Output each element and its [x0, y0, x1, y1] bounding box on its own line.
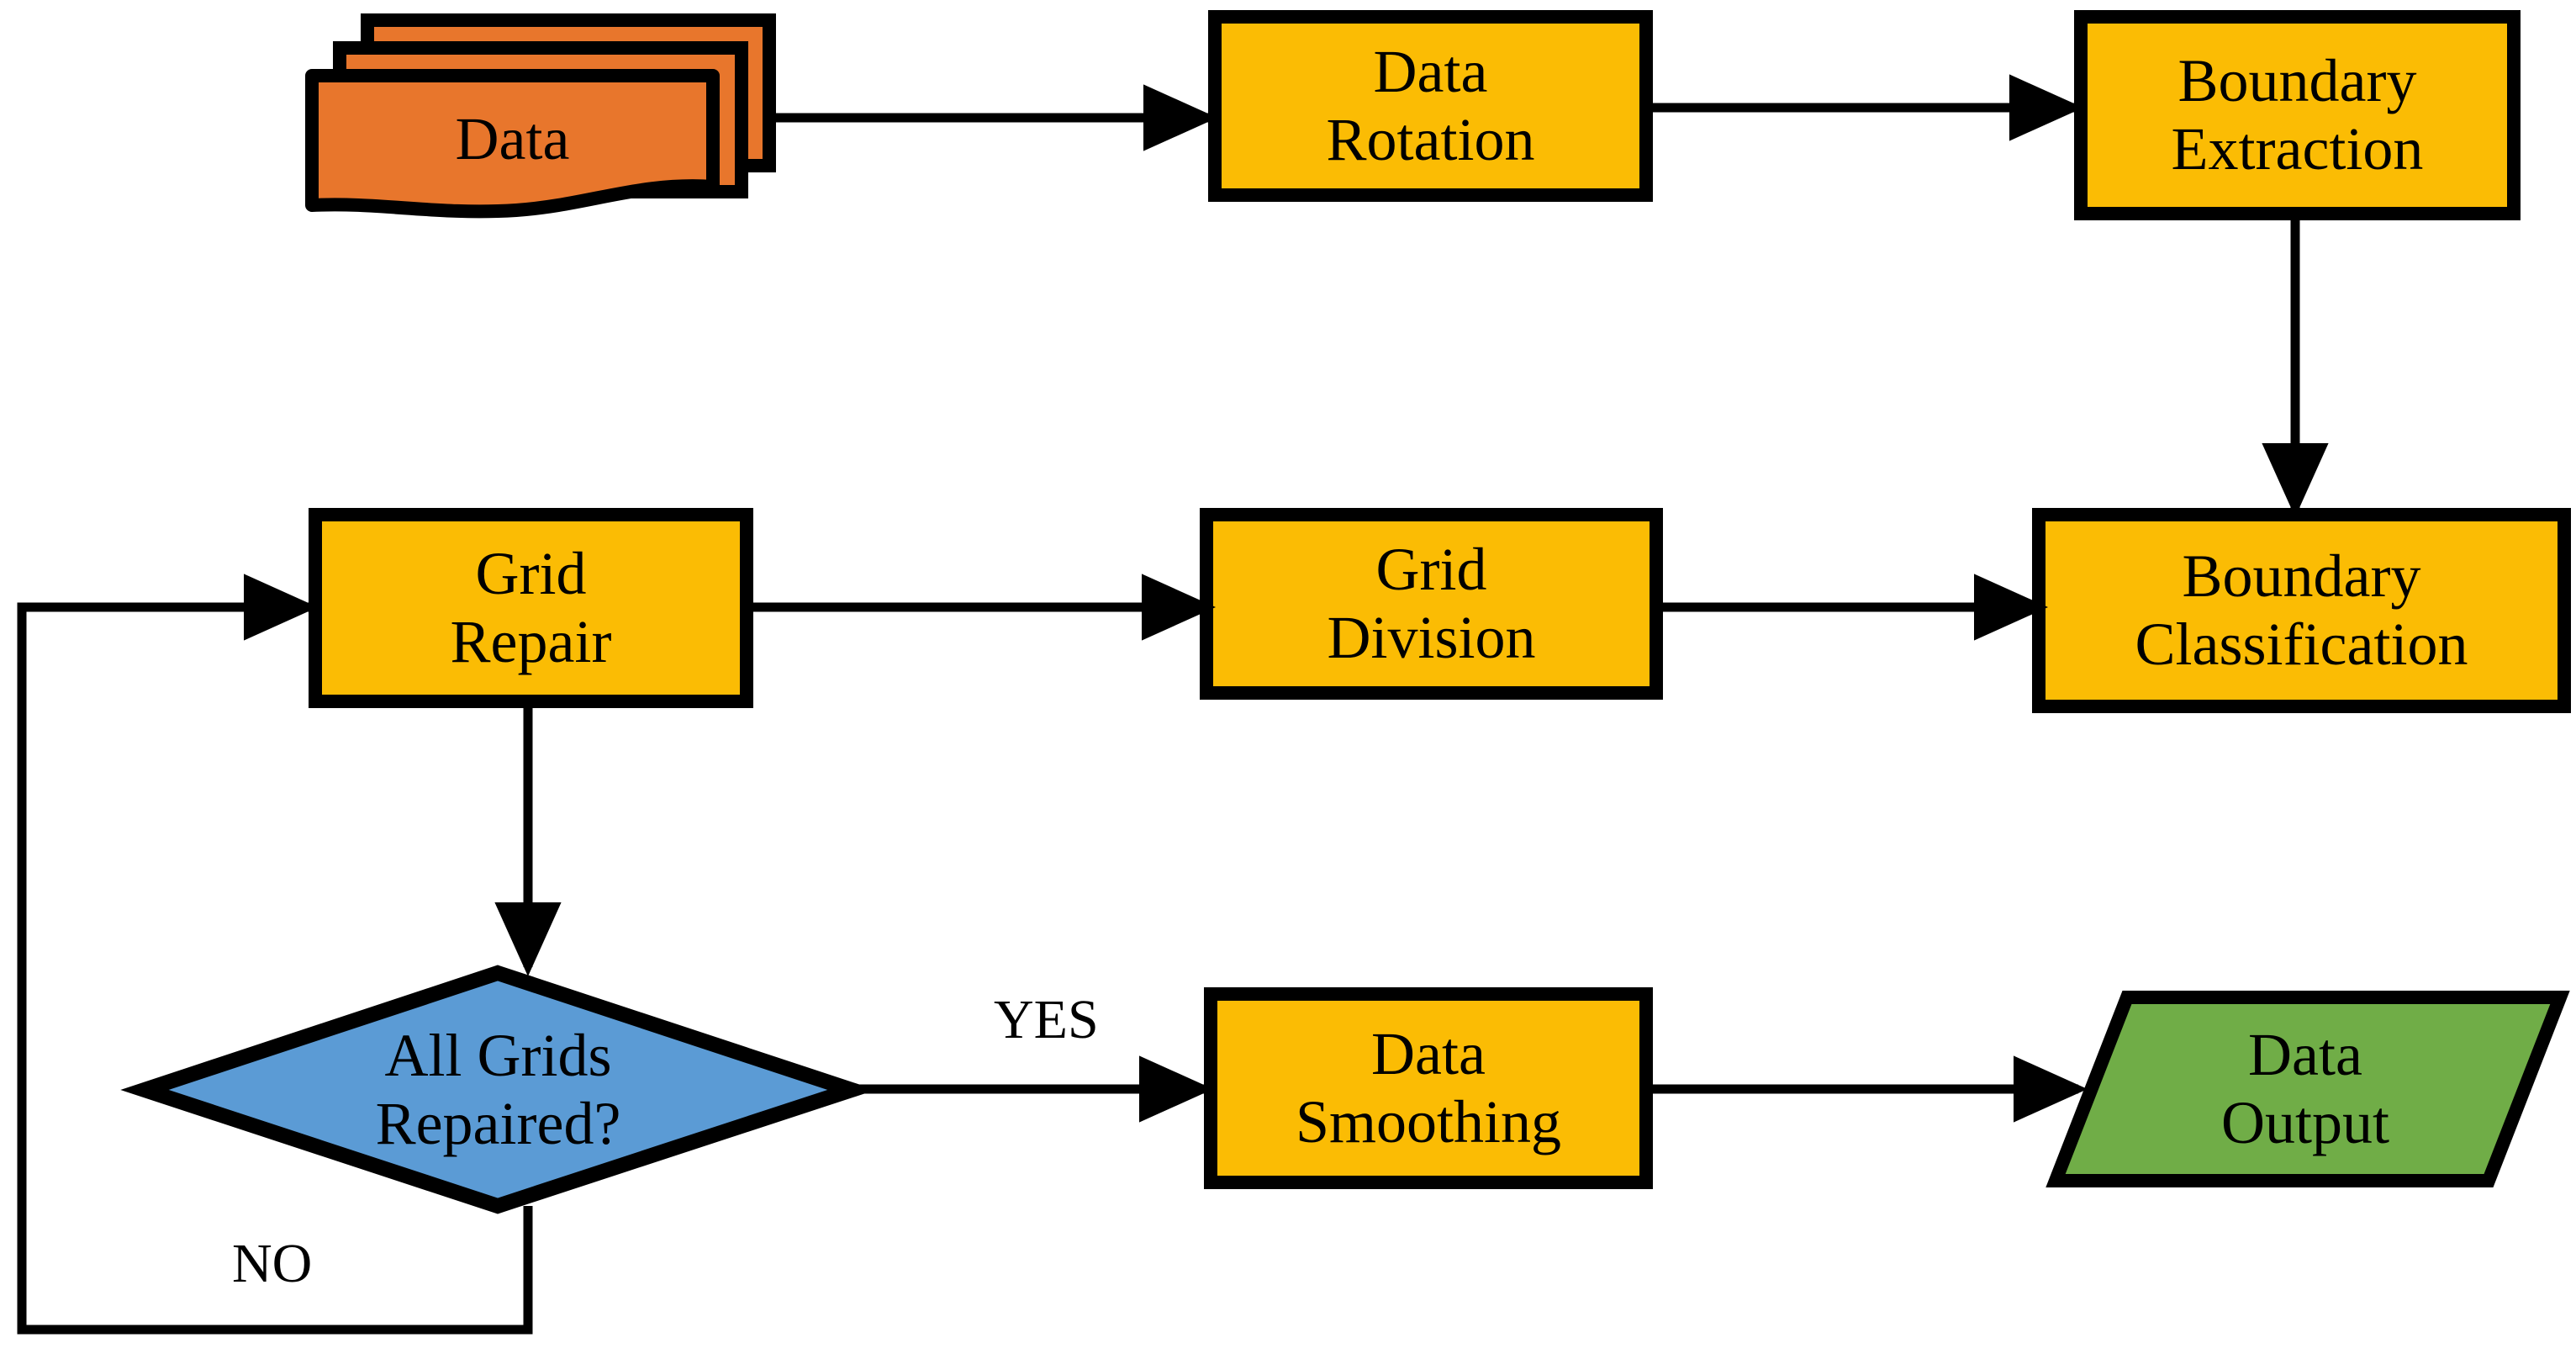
edge-label-no: NO [232, 1233, 313, 1294]
node-data-shape[interactable] [305, 13, 776, 219]
node-grid-repair-shape[interactable] [309, 508, 753, 708]
edge-decision-to-grid-repair-no-loop [17, 574, 533, 1335]
edge-label-yes: YES [994, 989, 1099, 1050]
node-grid-division-shape[interactable] [1200, 508, 1663, 700]
node-data-output-shape[interactable] [2045, 991, 2570, 1187]
node-data-smoothing-shape[interactable] [1204, 987, 1653, 1189]
node-all-grids-repaired-shape[interactable] [120, 965, 876, 1214]
node-data-rotation-shape[interactable] [1208, 10, 1653, 202]
node-boundary-extraction-shape[interactable] [2074, 10, 2521, 220]
node-boundary-classification-shape[interactable] [2032, 508, 2571, 713]
